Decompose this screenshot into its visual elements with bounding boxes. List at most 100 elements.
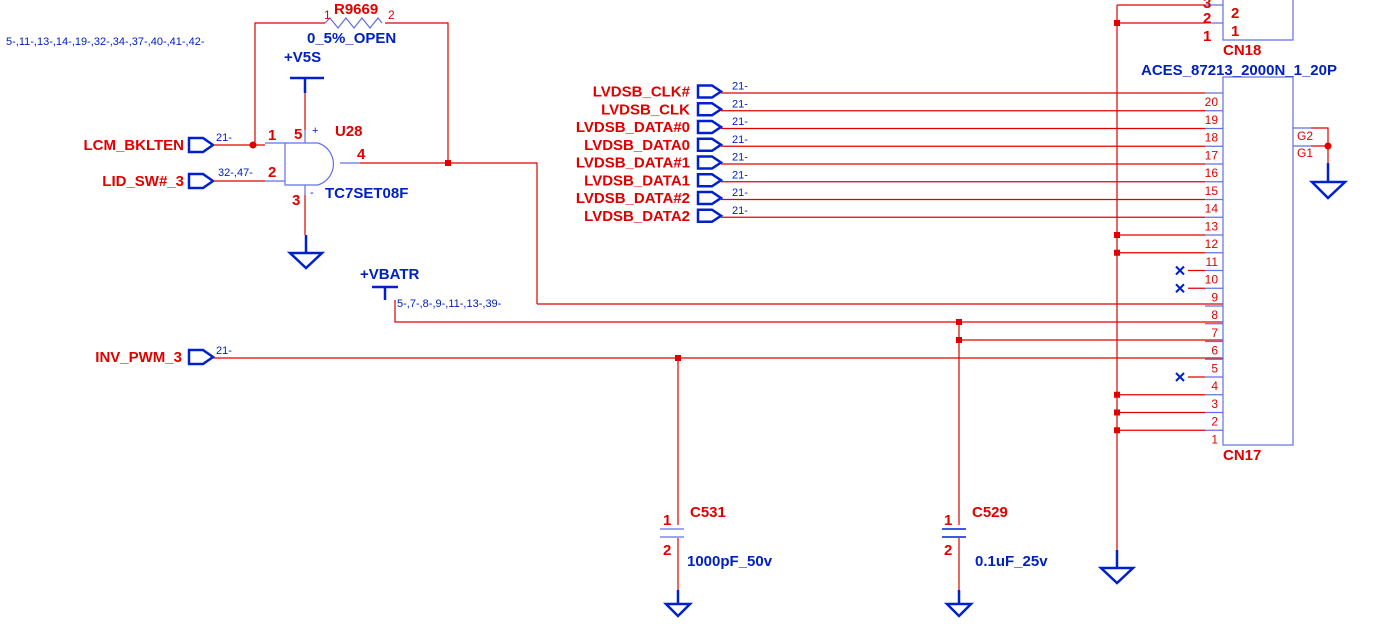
- junction: [445, 160, 451, 166]
- svg-text:C531: C531: [690, 504, 726, 521]
- r9669-pin2: 2: [388, 8, 395, 22]
- junction: [1114, 20, 1120, 26]
- net-lid-sw[interactable]: LID_SW#_3 32-,47-: [102, 167, 265, 190]
- lvds-port[interactable]: LVDSB_CLK# 21-: [593, 81, 1205, 101]
- junction: [675, 355, 681, 361]
- u28-pin4: 4: [357, 146, 366, 163]
- cn17-pin[interactable]: 15: [1205, 181, 1223, 198]
- cn17-ref: CN17: [1223, 447, 1261, 464]
- svg-text:6: 6: [1211, 344, 1218, 358]
- u28-pin1: 1: [268, 127, 276, 144]
- net-label: LVDSB_CLK: [601, 101, 690, 118]
- svg-text:21-: 21-: [732, 98, 748, 110]
- junction: [1114, 391, 1120, 398]
- cn17-pin[interactable]: 19: [1205, 110, 1223, 127]
- power-vbatr: +VBATR 5-,7-,8-,9-,11-,13-,39-: [360, 266, 1223, 323]
- svg-text:14: 14: [1205, 202, 1219, 216]
- junction: [1114, 232, 1120, 238]
- net-lcm-bklten[interactable]: LCM_BKLTEN 21-: [83, 132, 265, 154]
- cn17-pin[interactable]: 3: [1114, 391, 1223, 411]
- cn17-pin[interactable]: 1: [1114, 427, 1223, 446]
- cn17-pin[interactable]: 18: [1205, 127, 1223, 145]
- port-icon: [696, 208, 724, 223]
- resistor-r9669[interactable]: 1 R9669 2 0_5%_OPEN: [254, 1, 449, 163]
- lvds-port[interactable]: LVDSB_DATA#2 21-: [576, 187, 1205, 207]
- port-icon: [696, 102, 724, 117]
- svg-text:17: 17: [1205, 148, 1219, 162]
- svg-text:1: 1: [663, 512, 671, 529]
- no-connect-icon: [1175, 283, 1185, 293]
- svg-text:1: 1: [1203, 28, 1211, 45]
- svg-text:10: 10: [1205, 273, 1219, 287]
- connector-cn17[interactable]: ACES_87213_2000N_1_20P 20191817161514131…: [1114, 62, 1349, 464]
- cn17-pin[interactable]: 11: [1114, 249, 1223, 269]
- svg-text:20: 20: [1205, 95, 1219, 109]
- net-label: LVDSB_DATA0: [584, 137, 690, 154]
- r9669-ref: R9669: [334, 1, 378, 18]
- lvds-port[interactable]: LVDSB_CLK 21-: [601, 98, 1205, 118]
- power-v5s: +V5S: [284, 49, 324, 130]
- svg-text:16: 16: [1205, 166, 1219, 180]
- cn17-pin[interactable]: 10: [1175, 265, 1223, 287]
- net-label: LVDSB_CLK#: [593, 84, 691, 101]
- svg-text:1000pF_50v: 1000pF_50v: [687, 553, 773, 570]
- cn17-pin[interactable]: 14: [1205, 198, 1223, 216]
- cn17-pin[interactable]: 8: [1205, 305, 1223, 322]
- cn17-pin[interactable]: 12: [1114, 232, 1223, 251]
- svg-text:1: 1: [1211, 432, 1218, 446]
- junction: [1114, 249, 1120, 256]
- svg-text:3: 3: [1211, 397, 1218, 411]
- svg-text:0.1uF_25v: 0.1uF_25v: [975, 553, 1048, 570]
- cn17-pin[interactable]: 9: [1175, 283, 1223, 304]
- cn17-pin[interactable]: 6: [1205, 340, 1223, 358]
- lvds-port[interactable]: LVDSB_DATA2 21-: [584, 205, 1205, 225]
- svg-text:21-: 21-: [732, 205, 748, 217]
- svg-text:15: 15: [1205, 184, 1219, 198]
- cn17-pin[interactable]: 13: [1205, 216, 1223, 233]
- lvds-port[interactable]: LVDSB_DATA0 21-: [584, 134, 1205, 154]
- cn17-part: ACES_87213_2000N_1_20P: [1141, 62, 1337, 79]
- svg-text:1: 1: [1231, 23, 1239, 40]
- junction: [956, 319, 962, 325]
- svg-text:2: 2: [1211, 415, 1218, 429]
- capacitor-c531[interactable]: C531 1 2 1000pF_50v: [660, 358, 773, 618]
- svg-text:2: 2: [1203, 10, 1211, 27]
- cn17-pin[interactable]: 4: [1175, 372, 1223, 393]
- svg-text:8: 8: [1211, 308, 1218, 322]
- cn17-pin[interactable]: 5: [1205, 358, 1223, 375]
- svg-text:2: 2: [663, 542, 671, 559]
- svg-text:LCM_BKLTEN: LCM_BKLTEN: [83, 137, 184, 154]
- svg-text:7: 7: [1211, 326, 1218, 340]
- svg-text:21-: 21-: [732, 187, 748, 199]
- cn17-pin[interactable]: 2: [1114, 409, 1223, 429]
- svg-text:21-: 21-: [732, 152, 748, 164]
- port-icon: [696, 173, 724, 188]
- r9669-pin1: 1: [324, 8, 331, 22]
- svg-text:11: 11: [1206, 255, 1219, 269]
- svg-text:9: 9: [1211, 290, 1218, 304]
- cn17-pin[interactable]: 16: [1205, 163, 1223, 180]
- port-icon: [696, 84, 724, 99]
- port-icon: [696, 190, 724, 206]
- port-icon: [696, 119, 724, 135]
- connector-cn18[interactable]: 3 2 1 2 1 CN18: [1117, 0, 1294, 59]
- and-gate-u28[interactable]: 5 + - U28 1 2 4 3 TC7SET08F: [265, 123, 538, 304]
- svg-text:CN18: CN18: [1223, 42, 1261, 59]
- net-label: LVDSB_DATA2: [584, 208, 690, 225]
- capacitor-c529[interactable]: C529 1 2 0.1uF_25v: [942, 322, 1223, 618]
- svg-text:1: 1: [944, 512, 952, 529]
- port-icon: [696, 137, 724, 152]
- no-connect-icon: [1175, 265, 1185, 276]
- svg-text:21-: 21-: [732, 81, 748, 93]
- net-label: LVDSB_DATA#2: [576, 190, 690, 207]
- svg-text:18: 18: [1205, 131, 1219, 145]
- net-inv-pwm[interactable]: INV_PWM_3 21-: [95, 345, 1223, 366]
- cn17-pin[interactable]: 17: [1205, 145, 1223, 162]
- cn17-pin[interactable]: 20: [1205, 92, 1223, 109]
- svg-text:13: 13: [1205, 219, 1219, 233]
- cn17-pin[interactable]: 7: [1205, 323, 1223, 340]
- svg-text:21-: 21-: [732, 134, 748, 146]
